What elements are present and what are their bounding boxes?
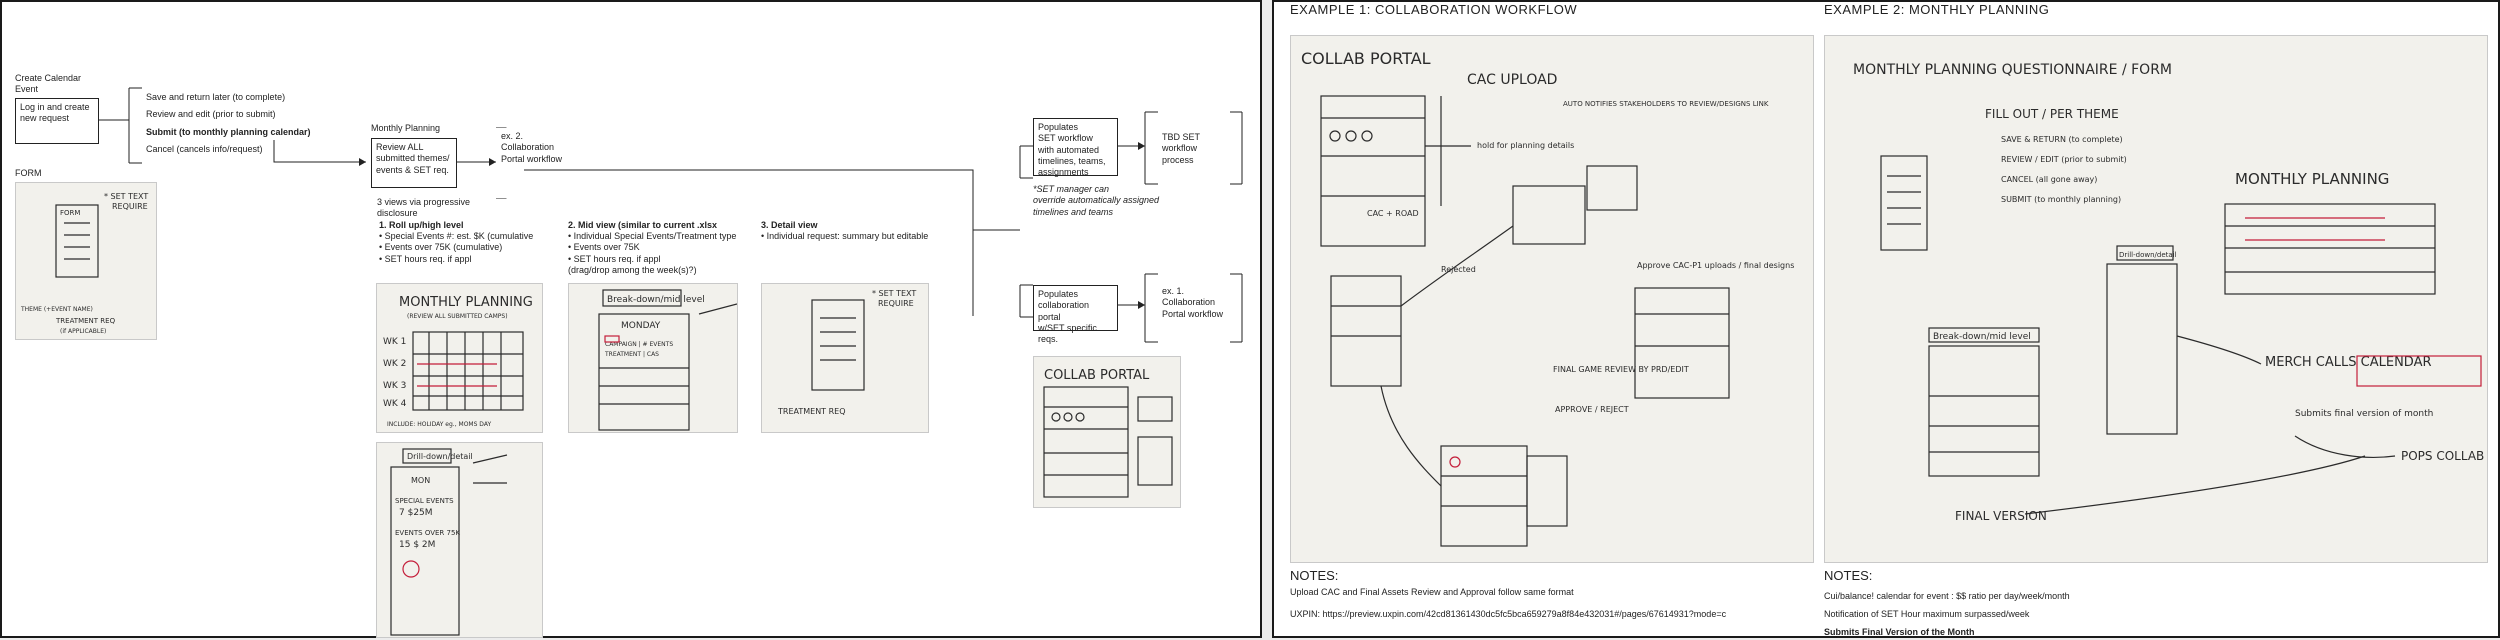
ex1-board-auto-notifies: AUTO NOTIFIES STAKEHOLDERS TO REVIEW/DES… bbox=[1563, 100, 1769, 108]
ex2-board-submits-final: Submits final version of month bbox=[2295, 409, 2433, 419]
drill-sketch-mon: MON bbox=[411, 476, 430, 485]
ex2-board-cancel: CANCEL (all gone away) bbox=[2001, 175, 2097, 184]
ex2-board-questionnaire: MONTHLY PLANNING QUESTIONNAIRE / FORM bbox=[1853, 62, 2172, 78]
detail-sketch-treatment: TREATMENT REQ bbox=[777, 407, 846, 416]
review-box-text: Review ALL submitted themes/ events & SE… bbox=[376, 142, 450, 175]
monthly-sketch-include: INCLUDE: HOLIDAY eg., MOMS DAY bbox=[387, 421, 491, 428]
drill-sketch-title: Drill-down/detail bbox=[407, 452, 473, 461]
form-sketch-title: FORM bbox=[60, 209, 80, 217]
ex2-board-save: SAVE & RETURN (to complete) bbox=[2001, 135, 2123, 144]
monthly-sketch-title: MONTHLY PLANNING bbox=[399, 295, 533, 310]
view1-title: 1. Roll up/high level bbox=[379, 220, 464, 230]
view2-items: • Individual Special Events/Treatment ty… bbox=[568, 231, 737, 275]
populates-collab-text: Populates collaboration portal w/SET spe… bbox=[1038, 289, 1097, 344]
ex2-board-breakdown: Break-down/mid level bbox=[1933, 332, 2031, 342]
view3-items: • Individual request: summary but editab… bbox=[761, 231, 929, 241]
flow-panel: Create Calendar Event Log in and create … bbox=[0, 0, 1262, 638]
monthly-sketch-wk1: WK 1 bbox=[383, 337, 406, 347]
populates-set-text: Populates SET workflow with automated ti… bbox=[1038, 122, 1106, 177]
ex2-board-merch: MERCH CALLS CALENDAR bbox=[2265, 355, 2432, 370]
monthly-sketch-wk2: WK 2 bbox=[383, 359, 406, 369]
monthly-planning-sketch-photo: MONTHLY PLANNING (REVIEW ALL SUBMITTED C… bbox=[376, 283, 543, 433]
populates-set-box[interactable]: Populates SET workflow with automated ti… bbox=[1033, 118, 1118, 177]
ex1-board-hold: hold for planning details bbox=[1477, 141, 1574, 150]
ex2-board-review: REVIEW / EDIT (prior to submit) bbox=[2001, 155, 2127, 164]
drill-sketch-special: SPECIAL EVENTS bbox=[395, 497, 454, 505]
mid-level-sketch-photo: Break-down/mid level MONDAY CAMPAIGN | #… bbox=[568, 283, 738, 433]
form-sketch-treatment: TREATMENT REQ bbox=[55, 317, 116, 325]
ex1-board-rejected: Rejected bbox=[1441, 265, 1476, 274]
ex2-board-pops-collab: POPS COLLAB bbox=[2401, 449, 2484, 463]
mid-sketch-title: Break-down/mid level bbox=[607, 295, 705, 305]
ex1-board-approve: Approve CAC-P1 uploads / final designs bbox=[1637, 261, 1794, 270]
example1-notes-title: NOTES: bbox=[1290, 568, 1339, 583]
option-review-edit: Review and edit (prior to submit) bbox=[146, 109, 276, 119]
example2-note-1: Cui/balance! calendar for event : $$ rat… bbox=[1824, 591, 2070, 601]
detail-sketch-require: REQUIRE bbox=[878, 299, 914, 308]
form-label: FORM bbox=[15, 168, 42, 178]
example2-title: EXAMPLE 2: MONTHLY PLANNING bbox=[1824, 2, 2050, 17]
review-submitted-box[interactable]: Review ALL submitted themes/ events & SE… bbox=[371, 138, 457, 188]
detail-sketch-set-text: * SET TEXT bbox=[872, 289, 916, 298]
collab-sketch-title: COLLAB PORTAL bbox=[1044, 368, 1150, 383]
ex2-collab-box[interactable]: ex. 2. Collaboration Portal workflow bbox=[496, 128, 562, 198]
example2-note-2: Notification of SET Hour maximum surpass… bbox=[1824, 609, 2030, 619]
monthly-sketch-subtitle: (REVIEW ALL SUBMITTED CAMPS) bbox=[407, 313, 508, 320]
view3-title: 3. Detail view bbox=[761, 220, 818, 230]
examples-panel: EXAMPLE 1: COLLABORATION WORKFLOW EXAMPL… bbox=[1272, 0, 2500, 638]
login-box-text: Log in and create new request bbox=[20, 102, 90, 124]
monthly-sketch-wk4: WK 4 bbox=[383, 399, 407, 409]
example1-whiteboard-photo: COLLAB PORTAL CAC UPLOAD AUTO NOTIFIES S… bbox=[1290, 35, 1814, 563]
tbd-box-text: TBD SET workflow process bbox=[1162, 132, 1201, 165]
view1-items: • Special Events #: est. $K (cumulative … bbox=[379, 231, 534, 264]
option-cancel: Cancel (cancels info/request) bbox=[146, 144, 263, 154]
ex1-board-collab: COLLAB PORTAL bbox=[1301, 49, 1431, 68]
ex1-board-cac-upload: CAC UPLOAD bbox=[1467, 72, 1557, 88]
ex2-board-drilldown: Drill-down/detail bbox=[2119, 251, 2177, 259]
example1-note-1: Upload CAC and Final Assets Review and A… bbox=[1290, 587, 1574, 597]
drill-sketch-value1: 7 $25M bbox=[399, 508, 433, 518]
login-create-request-box[interactable]: Log in and create new request bbox=[15, 98, 99, 144]
form-sketch-set-text: * SET TEXT bbox=[104, 192, 148, 201]
ex1-box-text: ex. 1. Collaboration Portal workflow bbox=[1162, 286, 1224, 319]
ex2-board-monthly: MONTHLY PLANNING bbox=[2235, 170, 2389, 188]
three-views-label: 3 views via progressive disclosure bbox=[377, 197, 471, 219]
form-sketch-theme: THEME (+EVENT NAME) bbox=[20, 306, 93, 313]
drill-down-sketch-photo: Drill-down/detail MON SPECIAL EVENTS 7 $… bbox=[376, 442, 543, 638]
create-event-label: Create Calendar Event bbox=[15, 73, 82, 95]
option-submit: Submit (to monthly planning calendar) bbox=[146, 127, 311, 137]
monthly-planning-label: Monthly Planning bbox=[371, 123, 441, 133]
ex1-board-cac-road: CAC + ROAD bbox=[1367, 209, 1419, 218]
mid-sketch-monday: MONDAY bbox=[621, 321, 661, 331]
monthly-sketch-wk3: WK 3 bbox=[383, 381, 406, 391]
ex2-board-fill-out: FILL OUT / PER THEME bbox=[1985, 107, 2119, 121]
ex1-collab-box[interactable]: ex. 1. Collaboration Portal workflow bbox=[1158, 274, 1230, 342]
ex1-board-approve-reject: APPROVE / REJECT bbox=[1555, 405, 1629, 414]
example2-note-final: Submits Final Version of the Month bbox=[1824, 627, 1975, 637]
form-sketch-photo: FORM * SET TEXT REQUIRE THEME (+EVENT NA… bbox=[15, 182, 157, 340]
populates-collab-box[interactable]: Populates collaboration portal w/SET spe… bbox=[1033, 285, 1118, 344]
drill-sketch-over75: EVENTS OVER 75K bbox=[395, 529, 460, 537]
mid-sketch-treatment: TREATMENT | CAS bbox=[604, 351, 659, 358]
tbd-set-box[interactable]: TBD SET workflow process bbox=[1158, 112, 1230, 184]
ex2-box-text: ex. 2. Collaboration Portal workflow bbox=[501, 131, 563, 164]
collab-portal-sketch-photo: COLLAB PORTAL bbox=[1033, 356, 1181, 508]
set-manager-note: *SET manager can override automatically … bbox=[1033, 184, 1160, 217]
ex1-board-final-review: FINAL GAME REVIEW BY PRD/EDIT bbox=[1553, 365, 1689, 374]
drill-sketch-value2: 15 $ 2M bbox=[399, 540, 435, 550]
example2-whiteboard-photo: MONTHLY PLANNING QUESTIONNAIRE / FORM FI… bbox=[1824, 35, 2488, 563]
flow-connectors bbox=[99, 87, 1243, 343]
ex2-board-submit: SUBMIT (to monthly planning) bbox=[2001, 195, 2121, 204]
ex2-board-final-version: FINAL VERSION bbox=[1955, 509, 2047, 523]
detail-sketch-photo: * SET TEXT REQUIRE TREATMENT REQ bbox=[761, 283, 929, 433]
option-save-return: Save and return later (to complete) bbox=[146, 92, 286, 102]
view2-title: 2. Mid view (similar to current .xlsx bbox=[568, 220, 718, 230]
mid-sketch-campaign: CAMPAIGN | # EVENTS bbox=[605, 341, 673, 348]
form-sketch-require: REQUIRE bbox=[112, 202, 148, 211]
example2-notes-title: NOTES: bbox=[1824, 568, 1873, 583]
form-sketch-applicable: (if APPLICABLE) bbox=[60, 328, 106, 335]
example1-note-uxpin[interactable]: UXPIN: https://preview.uxpin.com/42cd813… bbox=[1290, 609, 1727, 619]
example1-title: EXAMPLE 1: COLLABORATION WORKFLOW bbox=[1290, 2, 1578, 17]
